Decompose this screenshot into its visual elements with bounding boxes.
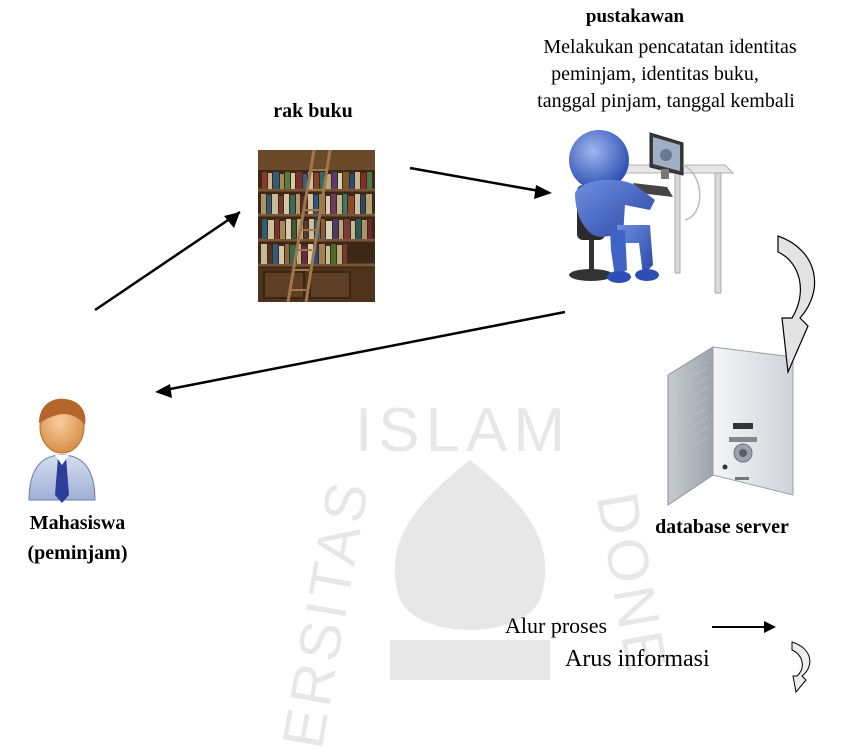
arrow-student-to-bookshelf	[94, 210, 241, 312]
librarian-title: pustakawan	[585, 6, 685, 27]
flow-connectors	[94, 166, 816, 693]
watermark-top-text: ISLAM	[355, 396, 572, 465]
student-label-line-2: (peminjam)	[27, 542, 128, 564]
student-drawing	[28, 398, 96, 503]
librarian-computer-drawing	[569, 130, 735, 294]
arrow-librarian-to-student	[164, 310, 566, 392]
legend-info-label: Arus informasi	[565, 646, 710, 672]
info-flow-curved-arrow	[777, 235, 816, 375]
legend-process-label: Alur proses	[505, 613, 608, 638]
arrow-bookshelf-to-librarian	[409, 166, 546, 194]
student-label-line-1: Mahasiswa	[29, 512, 126, 534]
librarian-at-computer-icon	[555, 125, 735, 300]
database-server-icon	[663, 345, 798, 507]
watermark-emblem	[390, 460, 550, 680]
bookshelf-image	[258, 150, 375, 302]
librarian-desc-line-1: Melakukan pencatatan identitas	[543, 36, 797, 58]
librarian-desc-line-2: peminjam, identitas buku,	[551, 63, 759, 85]
legend-info-curved-icon	[791, 641, 811, 693]
server-label: database server	[655, 516, 789, 538]
server-drawing	[667, 346, 794, 506]
student-avatar-icon	[25, 395, 100, 505]
bookshelf-drawing	[258, 150, 375, 302]
watermark: ISLAM ERSITAS DONE	[270, 370, 679, 753]
librarian-desc-line-3: tanggal pinjam, tanggal kembali	[537, 90, 795, 112]
bookshelf-label: rak buku	[273, 100, 353, 122]
